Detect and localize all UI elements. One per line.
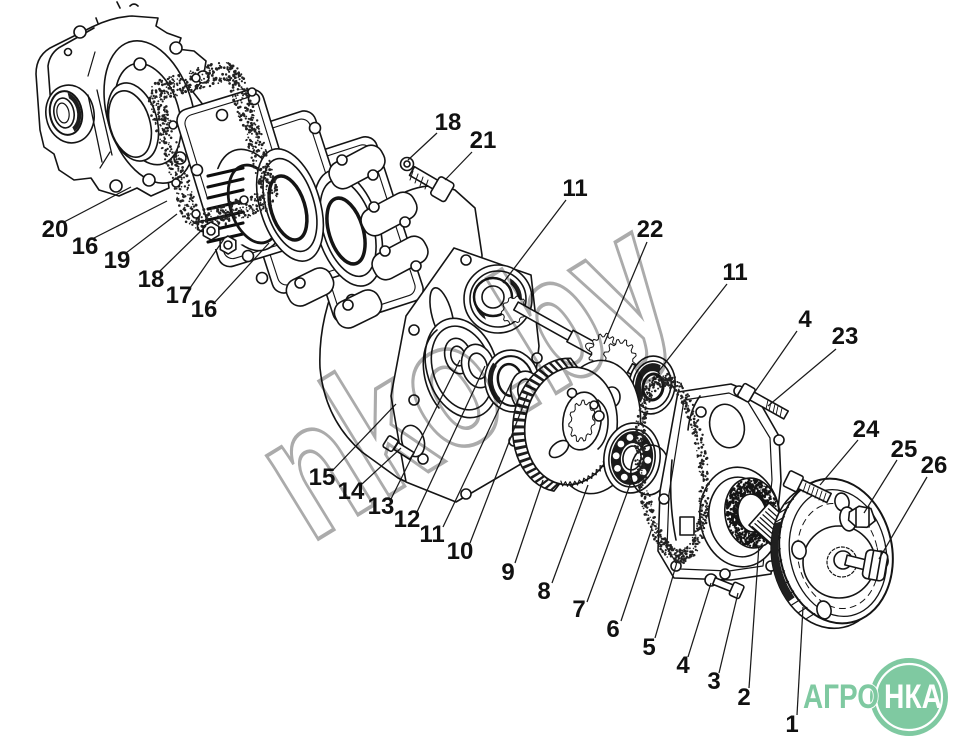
svg-text:22: 22 xyxy=(637,216,664,243)
svg-text:26: 26 xyxy=(921,452,948,479)
svg-text:15: 15 xyxy=(309,464,336,491)
svg-text:14: 14 xyxy=(338,478,365,505)
svg-text:6: 6 xyxy=(606,616,619,643)
svg-text:20: 20 xyxy=(42,216,69,243)
svg-text:25: 25 xyxy=(891,436,918,463)
svg-text:12: 12 xyxy=(394,506,421,533)
svg-text:2: 2 xyxy=(737,684,750,711)
svg-text:7: 7 xyxy=(572,596,585,623)
svg-text:13: 13 xyxy=(368,493,395,520)
svg-text:10: 10 xyxy=(447,538,474,565)
svg-text:21: 21 xyxy=(470,127,497,154)
svg-text:НКА: НКА xyxy=(884,678,942,716)
svg-text:8: 8 xyxy=(537,578,550,605)
svg-text:16: 16 xyxy=(191,296,218,323)
svg-text:19: 19 xyxy=(104,247,131,274)
svg-text:17: 17 xyxy=(166,282,193,309)
svg-text:11: 11 xyxy=(419,521,444,548)
svg-text:24: 24 xyxy=(853,416,880,443)
svg-text:1: 1 xyxy=(785,711,798,738)
svg-text:11: 11 xyxy=(722,259,747,286)
svg-text:3: 3 xyxy=(707,668,720,695)
svg-text:11: 11 xyxy=(562,175,587,202)
svg-text:18: 18 xyxy=(435,109,462,136)
svg-text:18: 18 xyxy=(138,266,165,293)
svg-text:23: 23 xyxy=(832,323,859,350)
svg-text:4: 4 xyxy=(676,652,690,679)
svg-text:16: 16 xyxy=(72,233,99,260)
svg-text:4: 4 xyxy=(798,306,812,333)
svg-text:АГРО: АГРО xyxy=(803,678,879,716)
svg-text:9: 9 xyxy=(501,559,514,586)
svg-text:5: 5 xyxy=(642,634,655,661)
